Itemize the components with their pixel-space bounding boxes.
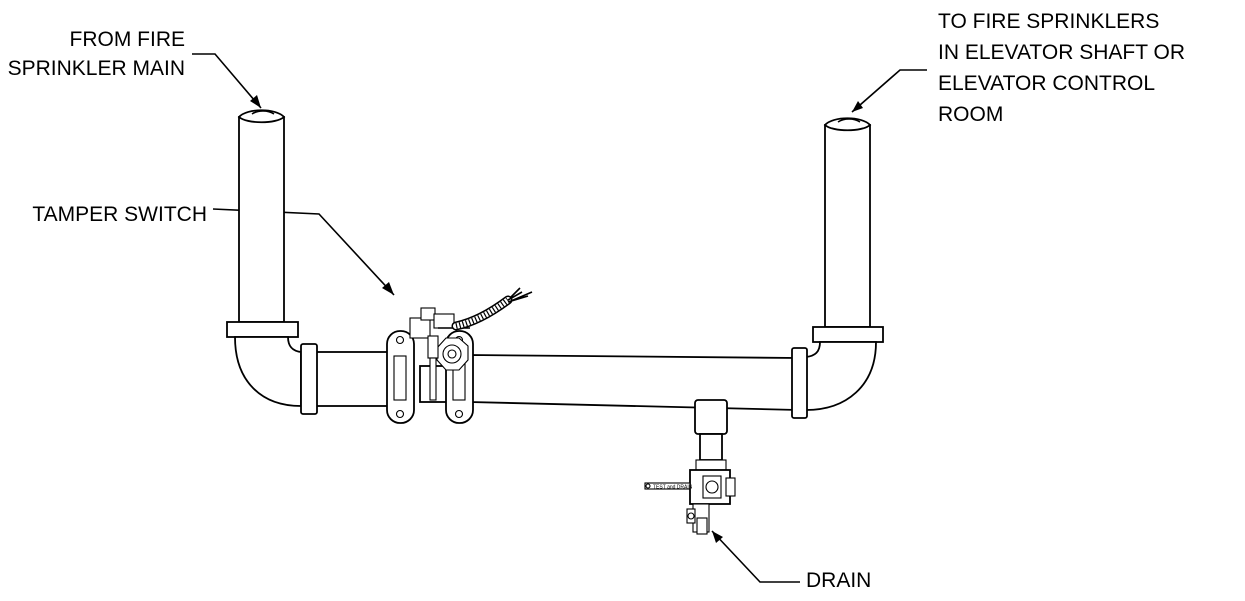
from-main-leader: [192, 53, 262, 109]
to-sprinklers-label-line2: IN ELEVATOR SHAFT OR: [938, 41, 1185, 64]
to-sprinklers-label-line3: ELEVATOR CONTROL: [938, 72, 1155, 95]
drain-valve-handle: TEST and DRAIN: [644, 482, 693, 491]
left-pipe-coupling: [226, 321, 299, 338]
tamper-switch: [409, 307, 470, 401]
drain-tee: [694, 399, 728, 435]
left-flange: [300, 343, 318, 415]
drain-valve-tag: TEST and DRAIN: [653, 485, 693, 491]
drain-nipple: [699, 433, 723, 461]
tamper-switch-conduit: [451, 287, 533, 331]
drain-valve: [686, 459, 736, 535]
to-sprinklers-leader: [851, 69, 927, 113]
supply-riser-pipe: [237, 109, 286, 323]
right-flange: [791, 347, 808, 419]
from-main-label-line2: SPRINKLER MAIN: [8, 57, 185, 80]
tamper-switch-label: TAMPER SWITCH: [32, 203, 207, 226]
left-elbow: [234, 336, 302, 407]
sprinkler-branch-pipe: [823, 117, 872, 328]
right-pipe-coupling: [812, 326, 884, 343]
right-elbow: [805, 341, 877, 411]
from-main-label-line1: FROM FIRE: [70, 28, 186, 51]
drain-leader: [711, 530, 800, 583]
valve-flange-left: [386, 330, 415, 424]
to-sprinklers-label-line1: TO FIRE SPRINKLERS: [938, 10, 1159, 33]
drain-label: DRAIN: [806, 569, 871, 592]
to-sprinklers-label-line4: ROOM: [938, 103, 1003, 126]
